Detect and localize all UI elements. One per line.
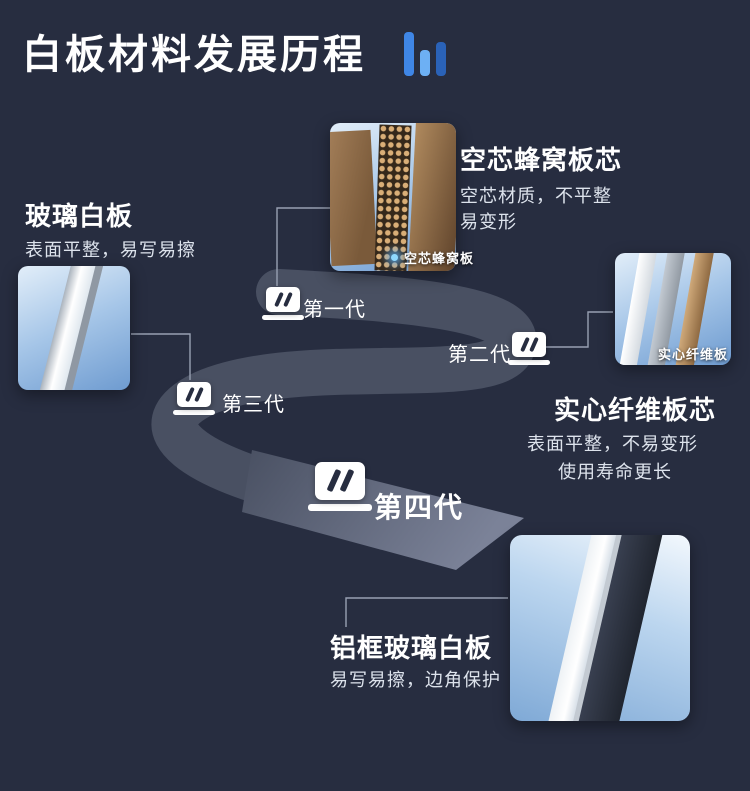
connector-gen4: [345, 597, 508, 627]
fiber-image-label: 实心纤维板: [658, 344, 728, 363]
glass-board-face: [34, 266, 98, 390]
road-path: [151, 269, 537, 515]
bar-chart-icon: [404, 32, 446, 76]
glass-desc: 表面平整，易写易擦: [25, 240, 196, 260]
fiber-desc-2: 使用寿命更长: [558, 462, 672, 482]
page-title: 白板材料发展历程: [22, 33, 366, 77]
whiteboard-icon: [173, 382, 215, 415]
aluminum-desc: 易写易擦，边角保护: [330, 670, 501, 690]
fiber-board-image: [615, 253, 731, 365]
generation-4-label: 第四代: [374, 492, 465, 523]
road-arrow-wedge: [242, 450, 524, 570]
generation-1-label: 第一代: [303, 299, 366, 321]
connector-gen2: [543, 311, 613, 348]
honeycomb-image-label-text: 空芯蜂窝板: [404, 251, 475, 266]
honeycomb-desc-2: 易变形: [460, 212, 517, 232]
fiber-image-label-text: 实心纤维板: [658, 347, 729, 362]
whiteboard-icon: [262, 287, 304, 320]
bar-2: [420, 50, 430, 76]
generation-2-label: 第二代: [448, 344, 511, 366]
fiber-desc-1: 表面平整，不易变形: [527, 434, 698, 454]
highlight-dot-icon: [391, 254, 398, 261]
whiteboard-icon: [308, 462, 372, 511]
connector-gen1: [276, 207, 330, 286]
honeycomb-image-label: 空芯蜂窝板: [391, 248, 474, 267]
honeycomb-left-panel: [330, 129, 378, 267]
bar-1: [404, 32, 414, 76]
whiteboard-icon: [508, 332, 550, 365]
honeycomb-desc-1: 空芯材质，不平整: [460, 186, 612, 206]
connector-gen3: [131, 333, 191, 380]
honeycomb-board-image: [330, 123, 456, 271]
fiber-heading: 实心纤维板芯: [554, 395, 717, 425]
generation-3-label: 第三代: [222, 394, 285, 416]
aluminum-heading: 铝框玻璃白板: [330, 633, 493, 663]
honeycomb-heading: 空芯蜂窝板芯: [460, 145, 623, 175]
bar-3: [436, 42, 446, 76]
aluminum-board-image: [510, 535, 690, 721]
glass-board-image: [18, 266, 130, 390]
glass-heading: 玻璃白板: [25, 201, 134, 231]
